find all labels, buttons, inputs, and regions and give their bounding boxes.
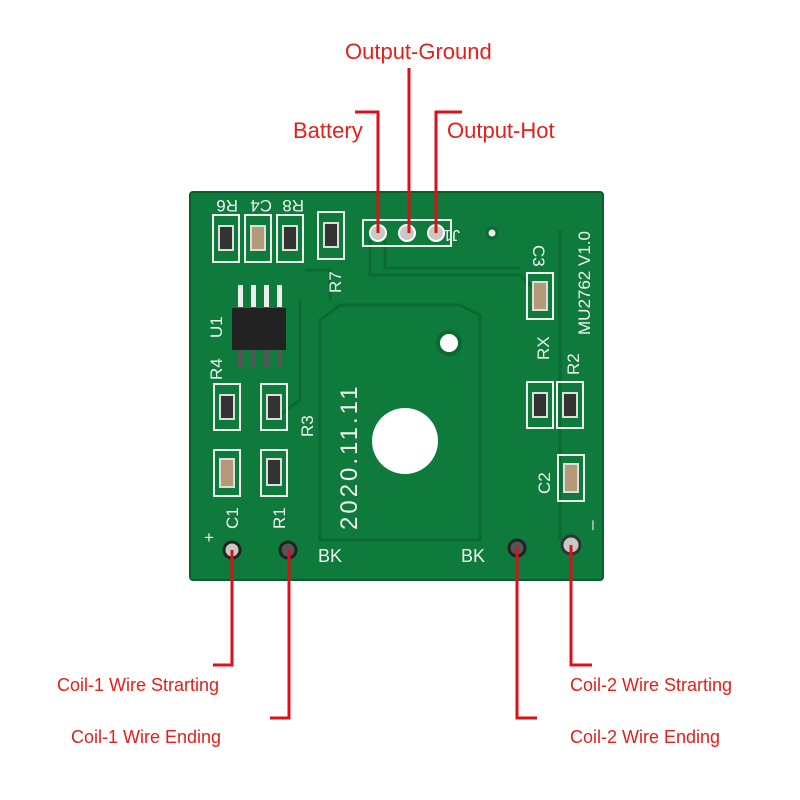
label-coil2-end: Coil-2 Wire Ending: [570, 727, 720, 747]
silk-r3: R3: [298, 415, 317, 437]
component-r2b: [556, 381, 584, 429]
component-c2: [557, 454, 585, 502]
component-c1: [213, 449, 241, 497]
silkscreen: R6 C4 R8 R7 J1 U1 R4 R3 C1 R1 + BK BK C3…: [204, 196, 594, 566]
silk-c4: C4: [250, 196, 272, 215]
silk-r6: R6: [216, 196, 238, 215]
mounting-hole: [372, 408, 438, 474]
battery-leader: [355, 110, 380, 233]
pcb-board: [189, 191, 604, 581]
component-r3: [260, 383, 288, 431]
coil2-end-leader: [515, 548, 537, 720]
silk-minus: _: [575, 520, 594, 531]
silk-u1: U1: [207, 316, 226, 338]
silk-r8: R8: [282, 196, 304, 215]
pad-output-ground[interactable]: [398, 224, 416, 242]
component-r6: [212, 214, 240, 263]
silk-r2: R2: [564, 353, 583, 375]
silk-date: 2020.11.11: [336, 383, 363, 530]
silk-rx: RX: [534, 336, 553, 360]
component-u1: [232, 285, 286, 368]
label-coil2-start: Coil-2 Wire Strarting: [570, 675, 732, 695]
component-c4: [244, 214, 272, 263]
component-r2a: [526, 381, 554, 429]
small-hole: [436, 330, 462, 356]
label-coil1-start: Coil-1 Wire Strarting: [57, 675, 219, 695]
silk-bk-left: BK: [318, 546, 342, 566]
label-output-hot: Output-Hot: [447, 118, 555, 143]
labels: Output-Ground Battery Output-Hot Coil-1 …: [57, 39, 732, 747]
coil1-end-leader: [270, 550, 291, 720]
output-hot-leader: [434, 110, 462, 233]
silk-bk-right: BK: [461, 546, 485, 566]
component-r8: [276, 214, 304, 263]
silk-c2: C2: [535, 472, 554, 494]
silk-plus: +: [204, 528, 214, 547]
silk-c3: C3: [529, 245, 548, 267]
component-r1: [260, 449, 288, 497]
silk-j1: J1: [443, 226, 460, 243]
silk-model: MU2762 V1.0: [575, 231, 594, 335]
silk-r7: R7: [326, 271, 345, 293]
component-rx: [526, 272, 554, 320]
silk-r1: R1: [270, 507, 289, 529]
component-r7: [317, 211, 345, 260]
silk-r4: R4: [207, 358, 226, 380]
silk-c1: C1: [223, 507, 242, 529]
component-r4: [213, 383, 241, 431]
label-coil1-end: Coil-1 Wire Ending: [71, 727, 221, 747]
smd-components: [212, 211, 585, 502]
label-output-ground: Output-Ground: [345, 39, 492, 64]
leader-lines: [213, 68, 592, 720]
label-battery: Battery: [293, 118, 363, 143]
via: [485, 226, 499, 240]
coil1-start-leader: [213, 550, 234, 667]
coil2-start-leader: [569, 545, 592, 667]
